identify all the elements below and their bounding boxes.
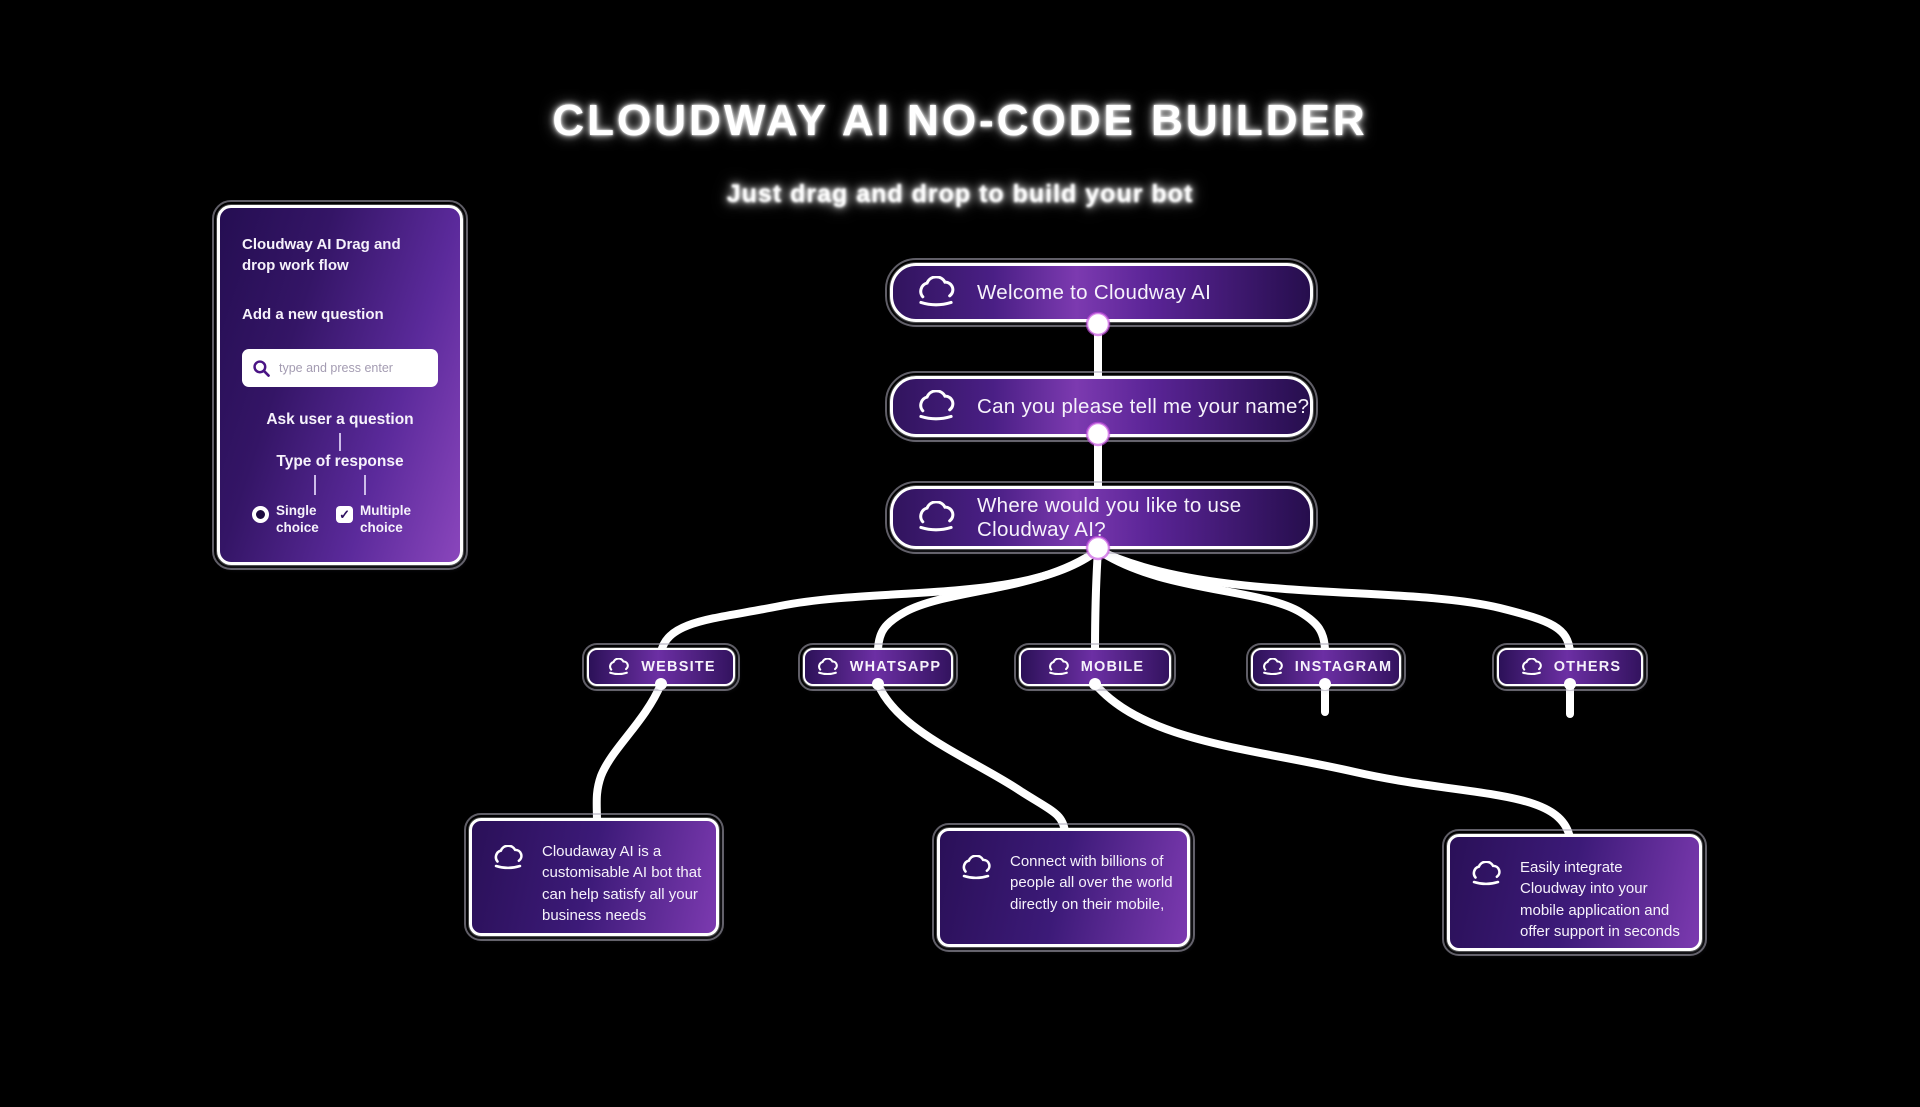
flow-node-welcome[interactable]: Welcome to Cloudway AI: [885, 258, 1318, 327]
description-text: Connect with billions of people all over…: [1010, 853, 1173, 913]
flow-node-ask-name[interactable]: Can you please tell me your name?: [885, 371, 1318, 442]
multiple-choice-option[interactable]: ✓ Multiple choice: [336, 503, 428, 537]
description-box-whatsapp[interactable]: Connect with billions of people all over…: [932, 823, 1195, 952]
description-text: Easily integrate Cloudway into your mobi…: [1520, 859, 1680, 940]
connector-fan-others: [1094, 546, 1574, 656]
description-text: Cloudaway AI is a customisable AI bot th…: [542, 843, 702, 924]
cloud-icon: [1046, 657, 1071, 677]
channel-label: OTHERS: [1553, 659, 1622, 675]
connector-whatsapp-desc2: [874, 680, 1069, 836]
flow-node-label: Welcome to Cloudway AI: [977, 280, 1212, 304]
cloud-icon: [1468, 861, 1504, 888]
ask-user-question-label: Ask user a question: [266, 411, 414, 428]
connector-fan-mobile: [1091, 546, 1102, 656]
channel-label: WEBSITE: [641, 659, 716, 675]
cloud-icon: [490, 845, 526, 872]
channel-node-mobile[interactable]: MOBILE: [1014, 643, 1176, 691]
page-subtitle: Just drag and drop to build your bot: [726, 180, 1194, 208]
cloud-icon: [606, 657, 631, 677]
description-box-website[interactable]: Cloudaway AI is a customisable AI bot th…: [464, 813, 724, 941]
panel-heading: Cloudway AI Drag and drop work flow: [242, 236, 401, 274]
connector-fan-instagram: [1094, 546, 1329, 656]
channel-label: MOBILE: [1080, 659, 1145, 675]
flow-node-ask-channel[interactable]: Where would you like to use Cloudway AI?: [885, 481, 1318, 554]
workflow-tool-panel: Cloudway AI Drag and drop work flow Add …: [212, 200, 468, 570]
flow-node-label: Where would you like to use Cloudway AI?: [977, 493, 1242, 541]
type-of-response-label: Type of response: [276, 453, 404, 470]
connector-fan-whatsapp: [874, 546, 1102, 656]
channel-node-others[interactable]: OTHERS: [1492, 643, 1648, 691]
tree-branch-lines: [242, 475, 438, 495]
cloud-icon: [913, 389, 959, 424]
cloud-icon: [815, 657, 840, 677]
multiple-choice-label: Multiple choice: [360, 503, 412, 535]
cloud-icon: [1260, 657, 1285, 677]
flow-node-label: Can you please tell me your name?: [977, 394, 1310, 418]
channel-node-instagram[interactable]: INSTAGRAM: [1246, 643, 1406, 691]
description-box-mobile[interactable]: Easily integrate Cloudway into your mobi…: [1442, 829, 1707, 956]
single-choice-option[interactable]: Single choice: [252, 503, 336, 537]
cloud-icon: [913, 500, 959, 535]
channel-node-website[interactable]: WEBSITE: [582, 643, 740, 691]
question-search-box[interactable]: [242, 349, 440, 387]
channel-label: WHATSAPP: [849, 659, 942, 675]
cloud-icon: [958, 855, 994, 882]
radio-icon[interactable]: [252, 506, 269, 523]
channel-label: INSTAGRAM: [1294, 659, 1393, 675]
search-icon: [252, 359, 271, 378]
cloud-icon: [1519, 657, 1544, 677]
tree-connector-line: [339, 433, 341, 451]
page-title: CLOUDWAY AI NO-CODE BUILDER: [552, 96, 1368, 145]
add-question-label[interactable]: Add a new question: [242, 306, 384, 323]
checkbox-icon[interactable]: ✓: [336, 506, 354, 523]
single-choice-label: Single choice: [276, 503, 319, 535]
connector-website-desc1: [592, 680, 665, 826]
search-input[interactable]: [279, 361, 440, 375]
channel-node-whatsapp[interactable]: WHATSAPP: [798, 643, 958, 691]
cloud-icon: [913, 275, 959, 310]
connector-mobile-desc3: [1091, 680, 1574, 842]
